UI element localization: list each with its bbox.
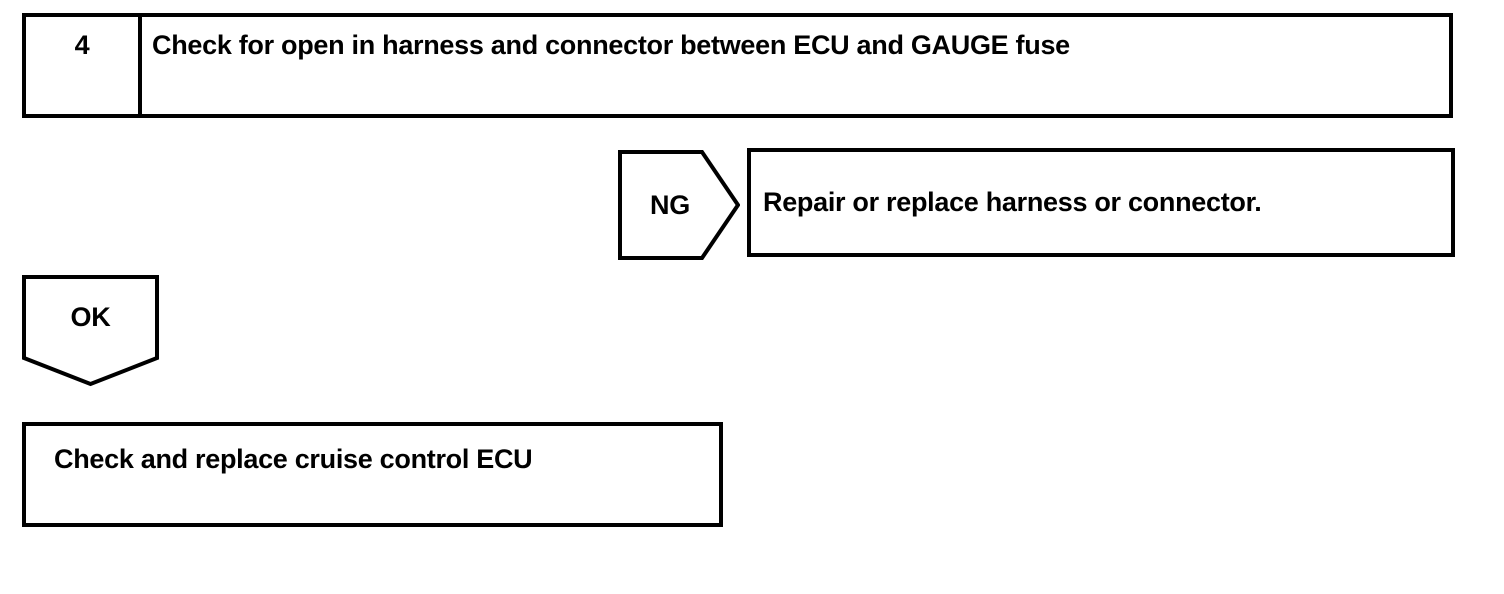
ok-pentagon-icon	[22, 275, 159, 387]
ng-action-box: Repair or replace harness or connector.	[747, 148, 1455, 257]
step-number-cell: 4	[26, 17, 142, 114]
ng-branch-connector: NG	[618, 150, 740, 260]
step-title: Check for open in harness and connector …	[152, 30, 1070, 60]
ok-branch-connector: OK	[22, 275, 159, 387]
next-step-text: Check and replace cruise control ECU	[54, 444, 533, 474]
step-box: 4 Check for open in harness and connecto…	[22, 13, 1453, 118]
ng-label: NG	[650, 189, 690, 220]
next-step-box: Check and replace cruise control ECU	[22, 422, 723, 527]
step-number: 4	[74, 30, 90, 60]
ng-pentagon-icon	[618, 150, 740, 260]
ok-label: OK	[70, 301, 111, 332]
step-title-cell: Check for open in harness and connector …	[142, 17, 1449, 114]
ng-action-text: Repair or replace harness or connector.	[763, 187, 1262, 217]
